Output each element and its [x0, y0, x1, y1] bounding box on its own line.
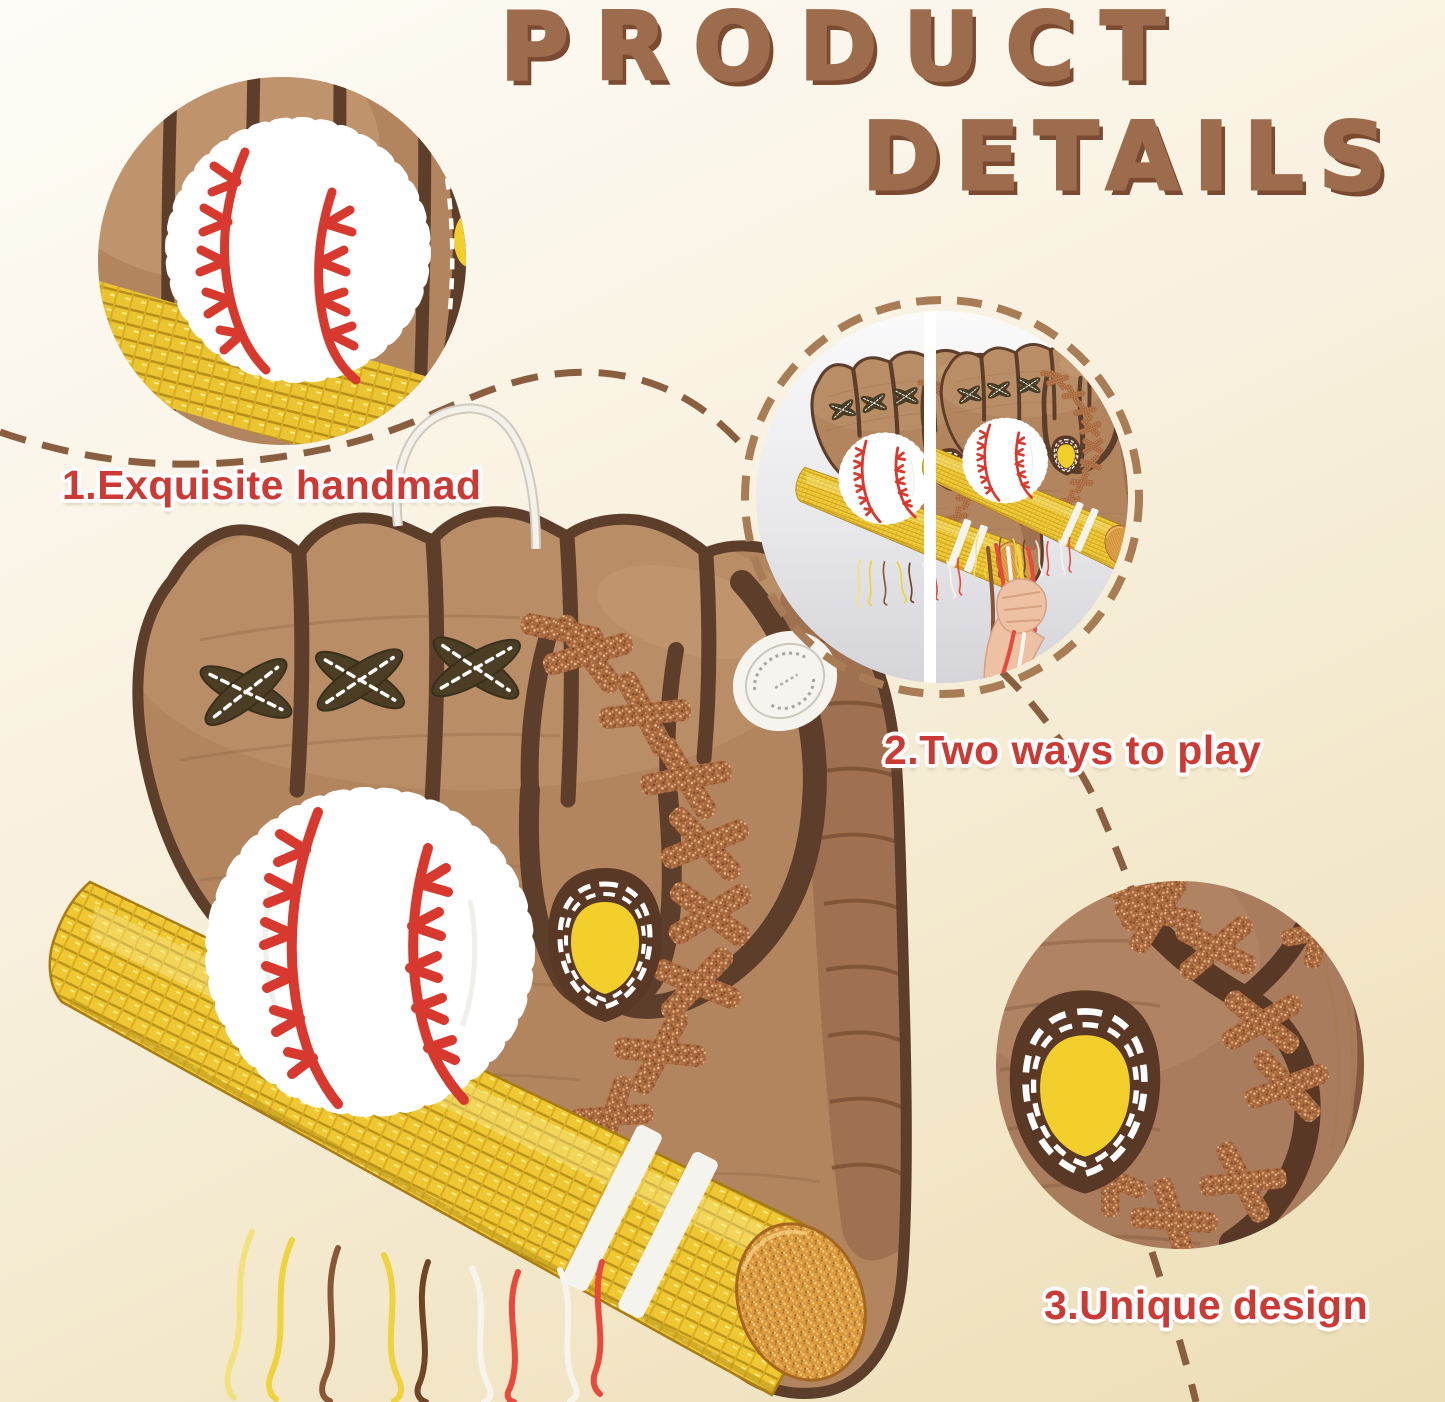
hanging-loop — [391, 403, 541, 550]
baseball-zoom — [165, 117, 431, 385]
dashed-connector-3 — [1148, 1250, 1200, 1402]
bat-glitter-cap — [735, 1222, 867, 1382]
photo-divider — [924, 311, 936, 683]
detail-circle-2 — [741, 296, 1143, 698]
red-stitching — [259, 807, 469, 1109]
red-stitching-zoom — [195, 147, 361, 385]
shield-yellow-zoom — [454, 213, 466, 267]
callout-label-2: 2.Two ways to play — [884, 727, 1262, 773]
web-shield-zoom — [1009, 990, 1161, 1194]
label-sticker — [732, 630, 838, 732]
page-title-line-2: DETAILS — [860, 103, 1402, 212]
copper-glitter-lacing — [520, 607, 756, 1166]
callout-label-1: 1.Exquisite handmad — [62, 462, 482, 508]
main-pinata — [48, 403, 912, 1402]
bat-tape-bands — [562, 1125, 718, 1318]
callout-label-3: 3.Unique design — [1044, 1282, 1369, 1328]
detail-circle-3 — [996, 881, 1364, 1249]
dashed-ring — [741, 296, 1143, 698]
dashed-connector-2 — [999, 669, 1138, 898]
pull-ribbons — [224, 1229, 605, 1402]
dashed-connectors — [0, 368, 1200, 1402]
dashed-connector-1 — [0, 368, 751, 468]
ribbon-over-hand — [996, 630, 1026, 683]
web-shield — [548, 868, 662, 1022]
detail-circle-1 — [98, 77, 466, 445]
baseball — [205, 787, 535, 1117]
page-title-line-1: PRODUCT — [499, 0, 1191, 102]
